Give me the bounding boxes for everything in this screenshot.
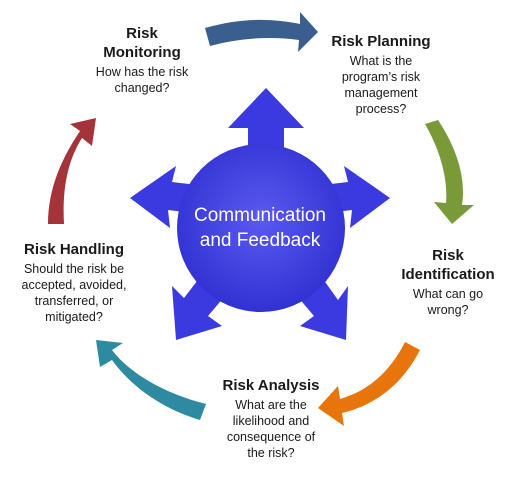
question-line: program’s risk — [341, 70, 421, 84]
star-arrow-right — [314, 166, 390, 228]
step-question: Should the risk be accepted, avoided, tr… — [4, 261, 144, 325]
star-arrow-left — [130, 166, 206, 228]
question-line: What are the — [235, 398, 307, 412]
question-line: Should the risk be — [23, 262, 125, 276]
center-label-line2: and Feedback — [199, 230, 321, 251]
step-title: Risk Handling — [23, 241, 124, 258]
cycle-arrow-identification-to-analysis — [318, 342, 420, 426]
star-arrow-top — [228, 88, 304, 170]
step-title-line1: Risk — [126, 25, 158, 42]
question-line: the risk? — [247, 446, 295, 460]
step-title-line2: Monitoring — [103, 44, 181, 61]
step-risk-identification: Risk Identification What can go wrong? — [386, 246, 510, 318]
center-label: Communication and Feedback — [160, 203, 360, 253]
star-center-circle — [177, 144, 345, 312]
cycle-arrow-monitoring-to-planning — [205, 12, 318, 52]
question-line: process? — [355, 102, 407, 116]
cycle-arrow-analysis-to-handling — [96, 340, 206, 420]
step-risk-analysis: Risk Analysis What are the likelihood an… — [196, 376, 346, 461]
step-question: What can go wrong? — [386, 286, 510, 318]
cycle-arrow-handling-to-monitoring — [48, 118, 96, 224]
step-risk-handling: Risk Handling Should the risk be accepte… — [4, 240, 144, 325]
question-line: changed? — [114, 81, 170, 95]
question-line: How has the risk — [95, 65, 189, 79]
question-line: What is the — [349, 54, 413, 68]
step-risk-planning: Risk Planning What is the program’s risk… — [316, 32, 446, 117]
cycle-arrow-planning-to-identification — [425, 120, 474, 224]
question-line: mitigated? — [45, 310, 103, 324]
step-question: What are the likelihood and consequence … — [196, 397, 346, 461]
step-question: How has the risk changed? — [74, 64, 210, 96]
step-title-line1: Risk — [432, 247, 464, 264]
question-line: wrong? — [427, 303, 469, 317]
center-label-line1: Communication — [194, 205, 326, 226]
communication-star — [130, 88, 390, 340]
question-line: likelihood and — [232, 414, 310, 428]
question-line: management — [344, 86, 418, 100]
question-line: consequence of — [226, 430, 316, 444]
step-title: Risk Analysis — [222, 377, 320, 394]
step-title: Risk Planning — [331, 33, 431, 50]
question-line: accepted, avoided, — [21, 278, 127, 292]
question-line: transferred, or — [34, 294, 114, 308]
question-line: What can go — [412, 287, 484, 301]
step-question: What is the program’s risk management pr… — [316, 53, 446, 117]
step-title-line2: Identification — [401, 266, 495, 283]
step-risk-monitoring: Risk Monitoring How has the risk changed… — [74, 24, 210, 96]
